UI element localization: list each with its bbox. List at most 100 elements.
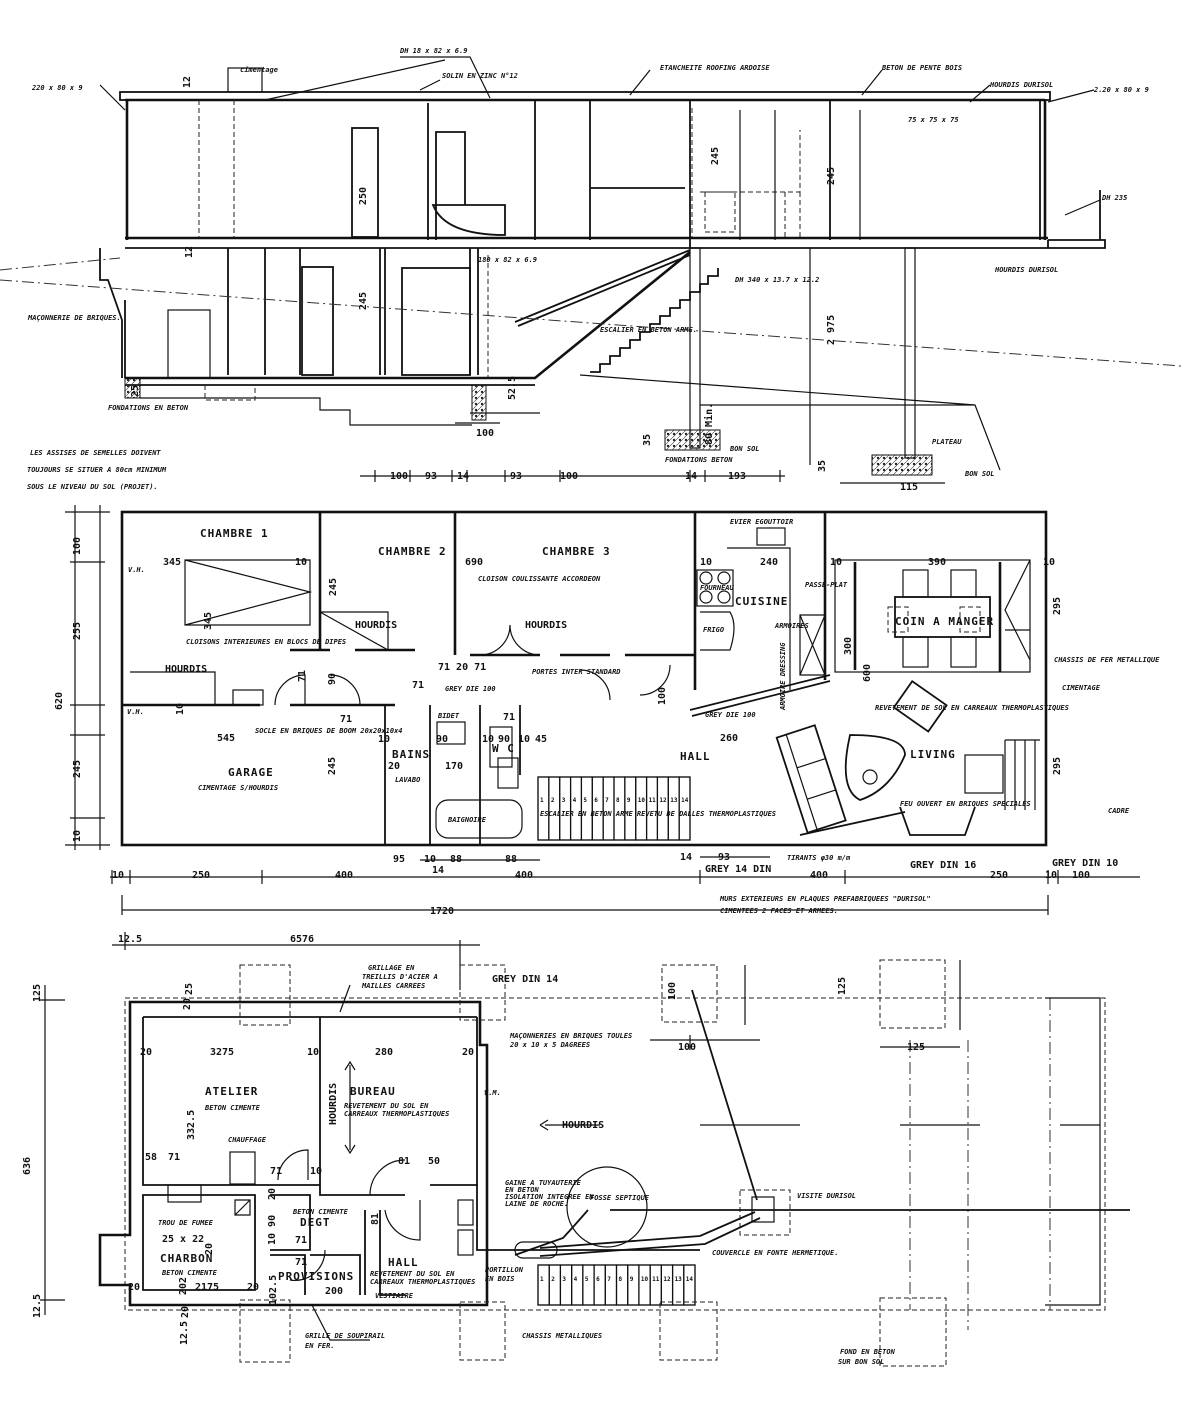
- dimension: 71: [168, 1152, 180, 1163]
- dimension: 345: [163, 557, 181, 568]
- label: FOSSE SEPTIQUE: [590, 1194, 650, 1202]
- label: REVETEMENT DE SOL EN CARREAUX THERMOPLAS…: [875, 704, 1069, 712]
- label: BETON CIMENTE: [292, 1208, 349, 1216]
- label: GREY DIE 100: [705, 711, 756, 719]
- stair-step: [667, 776, 680, 841]
- dimension: 71: [503, 712, 515, 723]
- note-line: MURS EXTERIEURS EN PLAQUES PREFABRIQUEES…: [719, 895, 931, 903]
- label: ESCALIER EN BETON ARME REVETU DE DALLES …: [540, 810, 776, 818]
- room-label: W C: [492, 742, 515, 755]
- dimension: 170: [445, 761, 463, 772]
- stair-step-number: 9: [630, 1276, 634, 1283]
- label: VESTIAIRE: [375, 1292, 414, 1300]
- dimension: 100: [667, 982, 678, 1000]
- label: LAINE DE ROCHE.: [505, 1200, 568, 1208]
- stair-step-number: 4: [573, 797, 577, 804]
- label: CARREAUX THERMOPLASTIQUES: [370, 1278, 475, 1286]
- dimension: 245: [328, 578, 339, 596]
- label: HOURDIS: [562, 1120, 604, 1131]
- dimension: 10 90: [267, 1215, 278, 1245]
- label: TIRANTS φ30 m/m: [787, 854, 851, 862]
- dimension: 245: [710, 147, 721, 165]
- label: SOLIN EN ZINC N°12: [442, 72, 518, 80]
- stair-step-number: 3: [562, 1276, 566, 1283]
- dimension: 400: [515, 870, 533, 881]
- stair-step-number: 6: [596, 1276, 600, 1283]
- dimension: 20: [180, 1306, 191, 1318]
- dimension: 255: [72, 622, 83, 640]
- label: MAÇONNERIES EN BRIQUES TOULES: [509, 1032, 632, 1040]
- label: ISOLATION INTEGREE EN: [505, 1193, 594, 1201]
- label: HOURDIS DURISOL: [989, 81, 1053, 89]
- stair-step-number: 2: [551, 797, 555, 804]
- dimension: 10: [700, 557, 712, 568]
- label: PORTES INTER STANDARD: [532, 668, 621, 676]
- dimension: 250: [192, 870, 210, 881]
- stair-step: [678, 776, 691, 841]
- label: HOURDIS: [525, 620, 567, 631]
- label: BETON CIMENTE: [161, 1269, 218, 1277]
- dimension: 20: [204, 1243, 215, 1255]
- dimension: 14: [685, 471, 697, 482]
- stair-step: [548, 776, 561, 841]
- label: ETANCHEITE ROOFING ARDOISE: [660, 64, 770, 72]
- label: EN BOIS: [485, 1275, 515, 1283]
- stair-step: [615, 1264, 629, 1306]
- room-label: HALL: [388, 1256, 419, 1269]
- dimension: 20: [128, 1282, 140, 1293]
- dimension: 200: [325, 1286, 343, 1297]
- label: EN FER.: [305, 1342, 335, 1350]
- stair-step: [559, 1264, 573, 1306]
- stair-step-number: 5: [583, 797, 587, 804]
- label: GREY 14 DIN: [705, 864, 771, 875]
- label: ARMOIRES: [774, 622, 809, 630]
- dimension: 295: [1052, 597, 1063, 615]
- label: EN BETON: [505, 1186, 540, 1194]
- dimension: 25: [184, 983, 195, 995]
- dimension: 250: [358, 187, 369, 205]
- label: COUVERCLE EN FONTE HERMETIQUE.: [712, 1249, 838, 1257]
- stair-step-number: 13: [670, 797, 678, 804]
- room-label: BUREAU: [350, 1085, 396, 1098]
- dimension: 14: [680, 852, 692, 863]
- room-label: BAINS: [392, 748, 430, 761]
- label: 2.20 x 80 x 9: [1093, 86, 1149, 94]
- label: REVETEMENT DU SOL EN: [370, 1270, 455, 1278]
- label: EVIER EGOUTTOIR: [730, 518, 793, 526]
- label: 220 x 80 x 9: [31, 84, 83, 92]
- label: BIDET: [437, 712, 460, 720]
- room-label: COIN A MANGER: [895, 615, 994, 628]
- room-label: DEGT: [300, 1216, 331, 1229]
- stair-step-number: 11: [649, 797, 657, 804]
- dimension: 14: [432, 865, 444, 876]
- label: FRIGO: [703, 626, 724, 634]
- dimension: 260: [720, 733, 738, 744]
- dimension: 636: [22, 1157, 33, 1175]
- room-label: HALL: [680, 750, 711, 763]
- dimension: 35: [817, 460, 828, 472]
- dimension: 202: [178, 1277, 189, 1295]
- stair-step-number: 9: [627, 797, 631, 804]
- label: FEU OUVERT EN BRIQUES SPECIALES: [900, 800, 1031, 808]
- dimension: 102.5: [268, 1275, 279, 1305]
- stair-step: [660, 1264, 674, 1306]
- label: 180 x 82 x 6.9: [478, 256, 537, 264]
- dimension: 12.5: [118, 934, 142, 945]
- dimension: 250: [990, 870, 1008, 881]
- room-label: GARAGE: [228, 766, 274, 779]
- dimension: 100: [1072, 870, 1090, 881]
- dimension: 20: [267, 1188, 278, 1200]
- note-line: LES ASSISES DE SEMELLES DOIVENT: [30, 449, 161, 457]
- stair-step: [671, 1264, 685, 1306]
- label: 20 x 10 x 5 DAGREES: [509, 1041, 590, 1049]
- dimension: 12.5: [32, 1294, 43, 1318]
- room-label: CHARBON: [160, 1252, 213, 1265]
- dimension: 10: [307, 1047, 319, 1058]
- dimension: 10: [378, 734, 390, 745]
- note-line: TOUJOURS SE SITUER A 80cm MINIMUM: [27, 466, 167, 474]
- stair-step-number: 1: [540, 1276, 544, 1283]
- label: CIMENTAGE S/HOURDIS: [198, 784, 278, 792]
- dimension: 125: [32, 984, 43, 1002]
- label: DH 340 x 13.7 x 12.2: [734, 276, 819, 284]
